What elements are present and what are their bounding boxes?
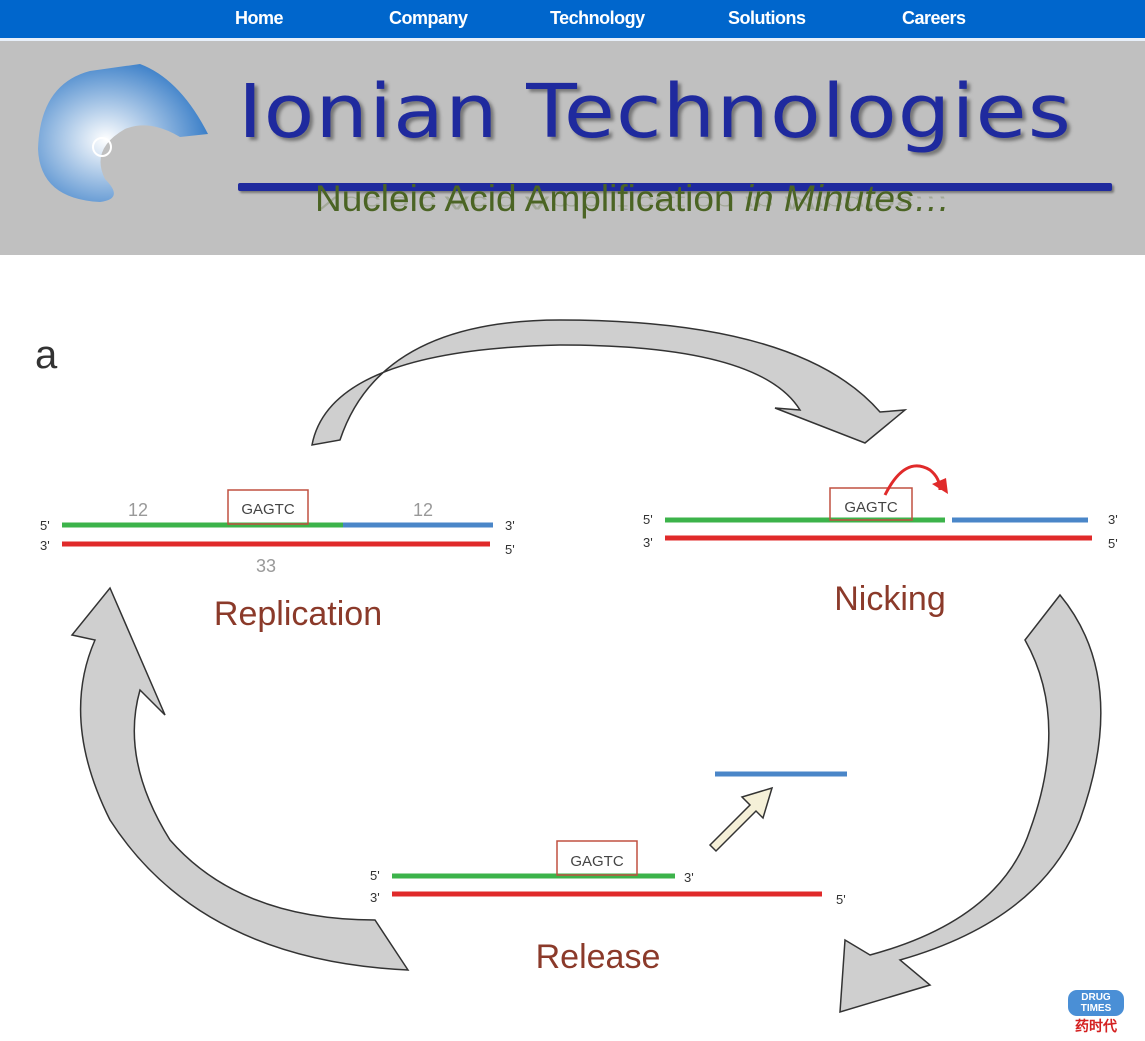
- end-label: 5': [505, 542, 515, 557]
- nicking-site: GAGTC: [844, 499, 898, 516]
- nicking-label: Nicking: [834, 580, 945, 618]
- top-cycle-arrow: [311, 319, 908, 446]
- right-cycle-arrow: [839, 593, 1102, 1014]
- replication-bottom-length: 33: [256, 556, 276, 576]
- site-header: Ionian Technologies Nucleic Acid Amplifi…: [0, 41, 1145, 255]
- watermark-en-left: DRUG: [1081, 992, 1111, 1003]
- end-label: 5': [40, 518, 50, 533]
- nav-company[interactable]: Company: [389, 8, 468, 28]
- release-label: Release: [536, 938, 661, 976]
- end-label: 3': [505, 518, 515, 533]
- watermark-en-right: TIMES: [1080, 1003, 1112, 1014]
- nav-careers[interactable]: Careers: [902, 8, 966, 28]
- end-label: 5': [643, 512, 653, 527]
- release-site: GAGTC: [570, 853, 624, 870]
- end-label: 5': [836, 892, 846, 907]
- tagline: Nucleic Acid Amplification in Minutes…: [315, 178, 950, 220]
- brand-underline: [238, 183, 1112, 191]
- drugtimes-watermark: DRUG TIMES 药时代: [1068, 990, 1124, 1036]
- release-duplex: GAGTC 5' 3' 3' 5': [370, 771, 847, 907]
- replication-site: GAGTC: [241, 501, 295, 518]
- replication-right-length: 12: [413, 500, 433, 520]
- end-label: 5': [1108, 536, 1118, 551]
- end-label: 3': [1108, 512, 1118, 527]
- tagline-main: Nucleic Acid Amplification: [315, 178, 745, 219]
- end-label: 3': [684, 870, 694, 885]
- watermark-logo: DRUG TIMES: [1068, 990, 1124, 1016]
- nav-solutions[interactable]: Solutions: [728, 8, 806, 28]
- end-label: 3': [370, 890, 380, 905]
- tagline-italic: in Minutes…: [744, 178, 951, 219]
- watermark-cn: 药时代: [1075, 1018, 1117, 1034]
- nav-home[interactable]: Home: [235, 8, 284, 28]
- brand-name: Ionian Technologies: [238, 69, 1073, 155]
- replication-duplex: GAGTC 12 12 33 5' 3' 3' 5': [40, 489, 515, 576]
- panel-label: a: [35, 333, 58, 377]
- replication-label: Replication: [214, 595, 382, 633]
- replication-left-length: 12: [128, 500, 148, 520]
- top-nav: Home Company Technology Solutions Career…: [0, 0, 1145, 41]
- end-label: 3': [40, 538, 50, 553]
- release-arrow-icon: [708, 786, 774, 853]
- end-label: 5': [370, 868, 380, 883]
- nautilus-logo-icon: [38, 64, 208, 202]
- nav-technology[interactable]: Technology: [550, 8, 645, 28]
- nicking-duplex: GAGTC 5' 3' 3' 5': [643, 464, 1118, 551]
- end-label: 3': [643, 535, 653, 550]
- left-cycle-arrow: [70, 586, 410, 971]
